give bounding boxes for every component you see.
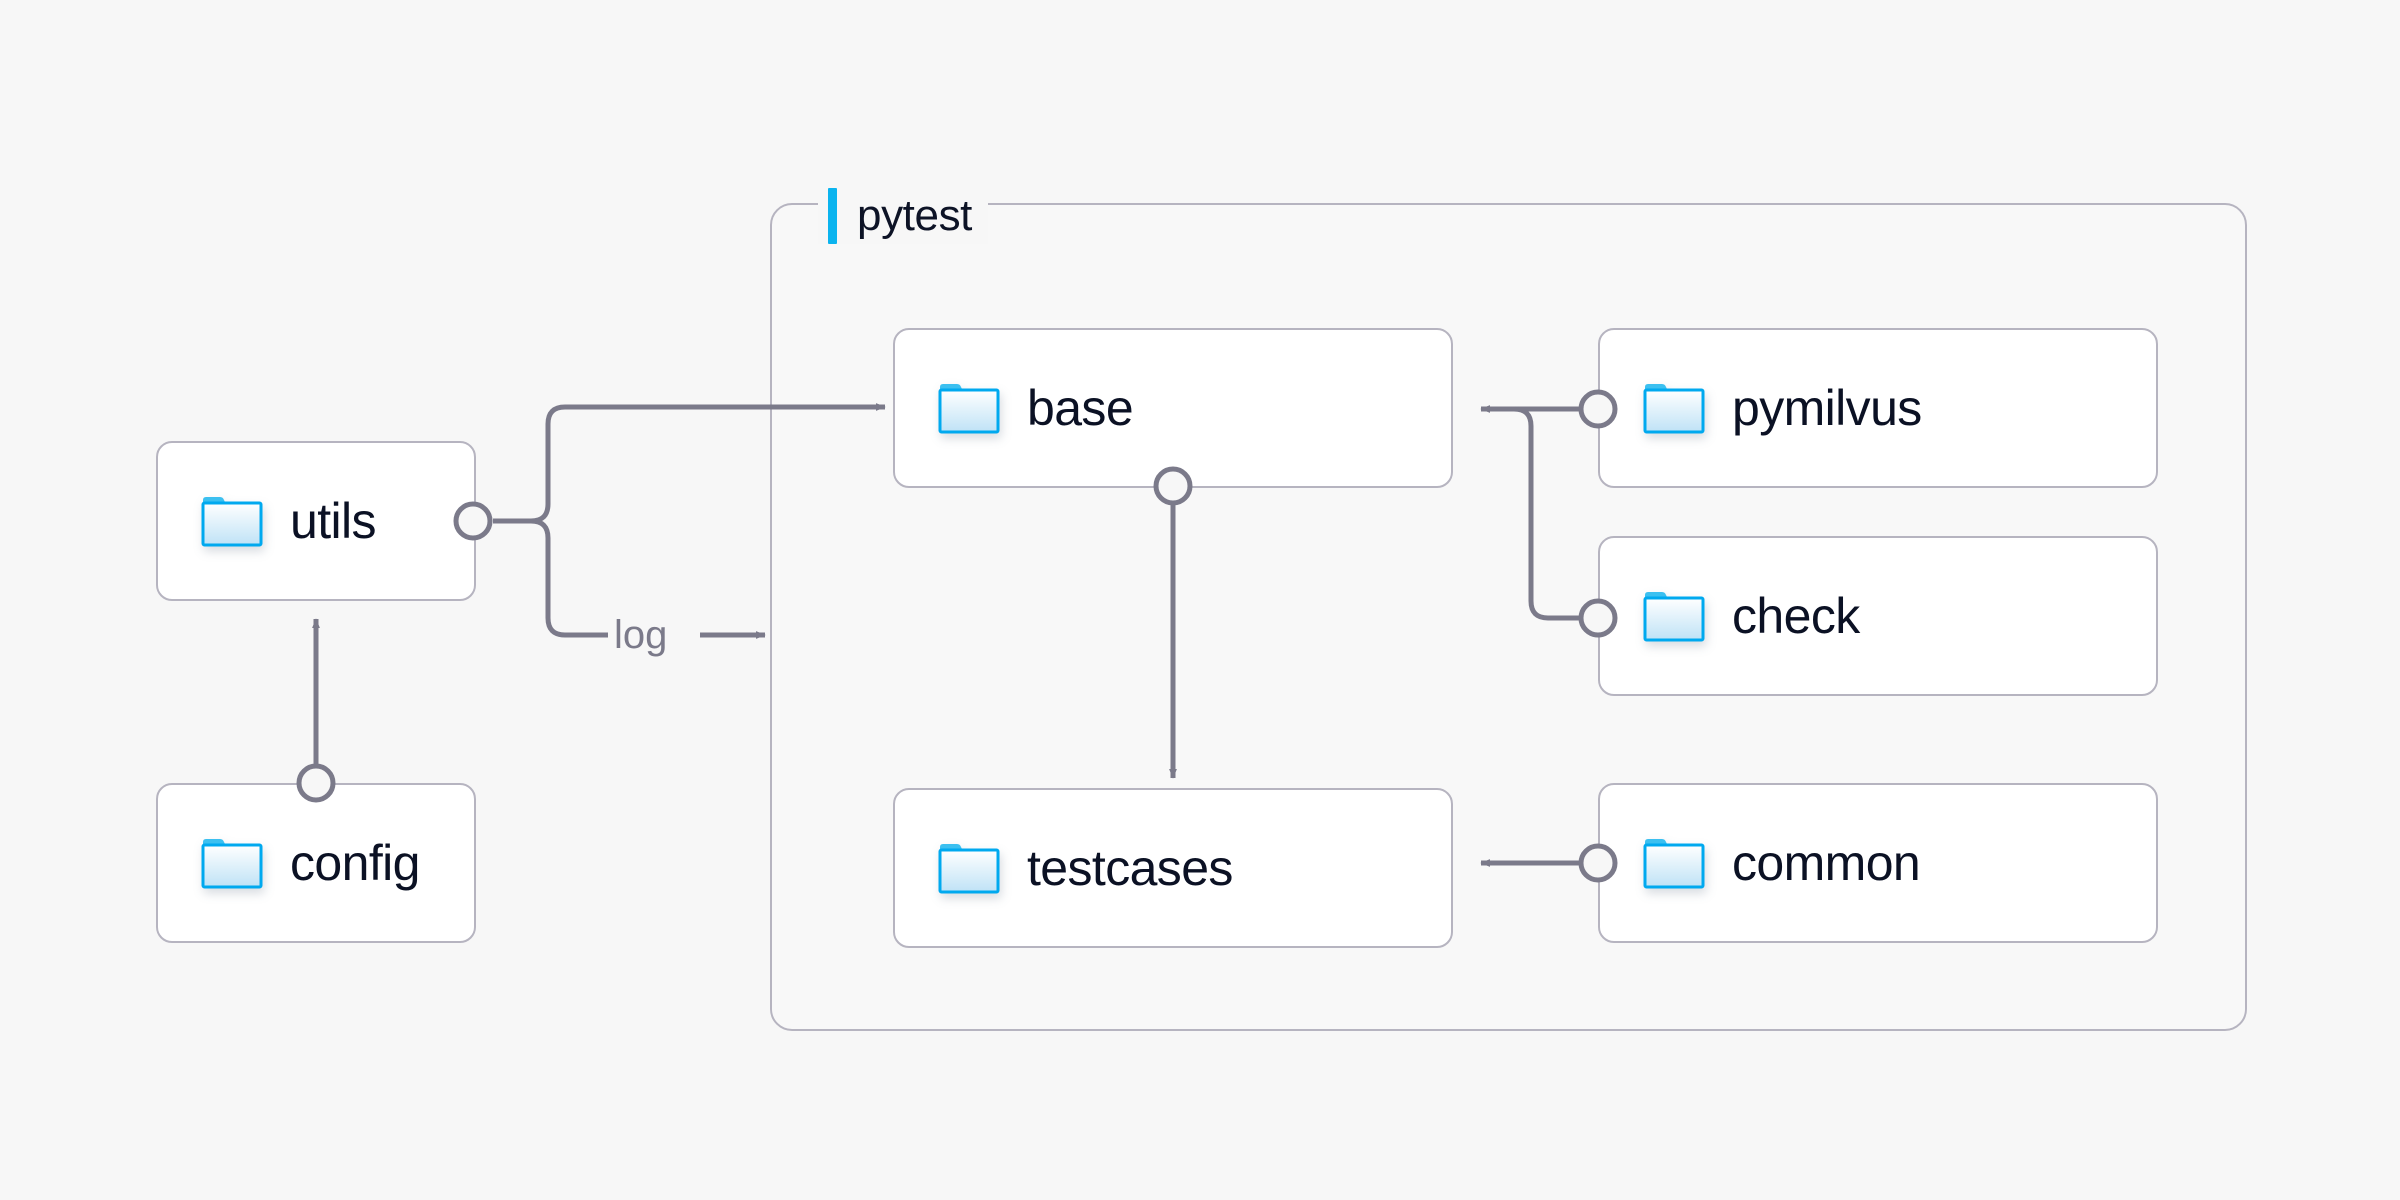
node-label: pymilvus bbox=[1732, 380, 1922, 436]
folder-icon bbox=[200, 494, 264, 548]
edge-utils-to-pytest-log bbox=[530, 518, 608, 638]
node-utils[interactable]: utils bbox=[156, 441, 476, 601]
group-accent-bar bbox=[828, 188, 837, 244]
edge-label-log: log bbox=[608, 613, 674, 657]
node-config[interactable]: config bbox=[156, 783, 476, 943]
folder-icon bbox=[1642, 381, 1706, 435]
node-base[interactable]: base bbox=[893, 328, 1453, 488]
node-label: config bbox=[290, 835, 420, 891]
node-pymilvus[interactable]: pymilvus bbox=[1598, 328, 2158, 488]
node-label: utils bbox=[290, 493, 377, 549]
node-check[interactable]: check bbox=[1598, 536, 2158, 696]
node-label: check bbox=[1732, 588, 1860, 644]
group-label-text: pytest bbox=[857, 191, 972, 240]
folder-icon bbox=[937, 841, 1001, 895]
folder-icon bbox=[200, 836, 264, 890]
folder-icon bbox=[1642, 836, 1706, 890]
node-common[interactable]: common bbox=[1598, 783, 2158, 943]
node-label: base bbox=[1027, 380, 1134, 436]
folder-icon bbox=[937, 381, 1001, 435]
folder-icon bbox=[1642, 589, 1706, 643]
node-testcases[interactable]: testcases bbox=[893, 788, 1453, 948]
node-label: testcases bbox=[1027, 840, 1233, 896]
node-label: common bbox=[1732, 835, 1921, 891]
group-label-pytest: pytest bbox=[818, 188, 988, 244]
